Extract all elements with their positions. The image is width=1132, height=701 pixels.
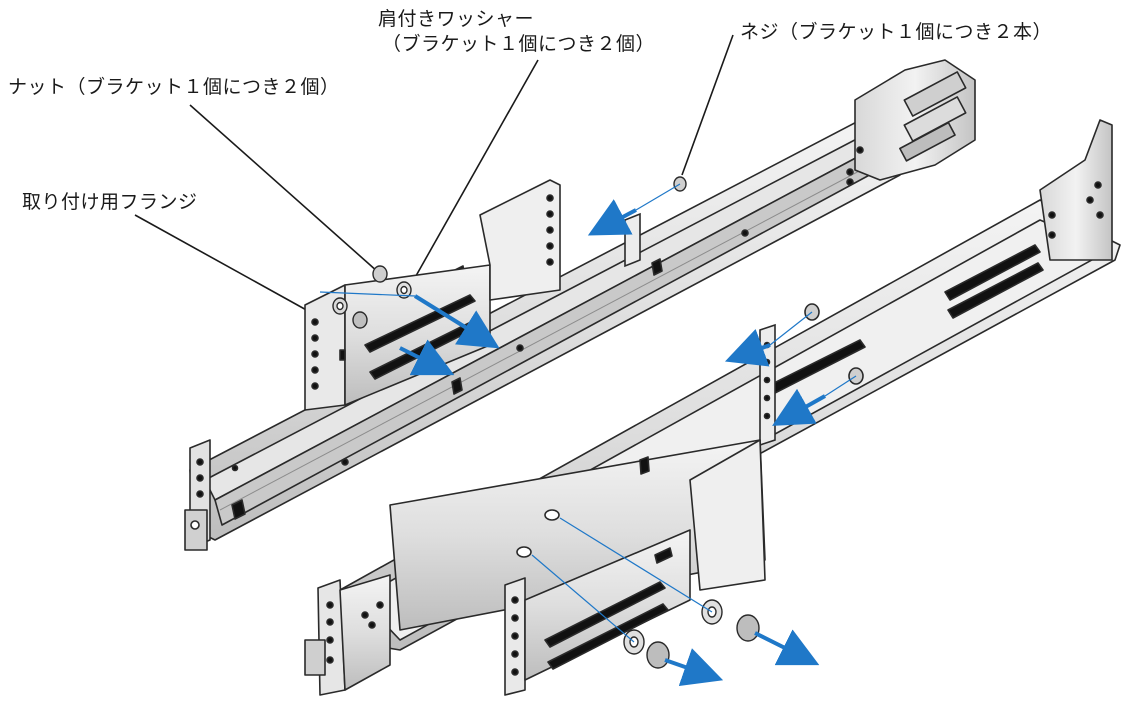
alignment-guides (319, 183, 857, 643)
leader-screw (681, 34, 734, 176)
callout-shoulder-washer-line2: （ブラケット１個につき２個） (382, 33, 656, 55)
callout-nut: ナット（ブラケット１個につき２個） (8, 76, 340, 98)
leader-washer (407, 59, 539, 291)
callout-shoulder-washer: 肩付きワッシャー （ブラケット１個につき２個） (378, 7, 655, 57)
arrow-lower-screw-2 (772, 388, 826, 426)
arrow-lower-nut-2 (754, 629, 820, 666)
leader-lines (134, 34, 734, 313)
leader-flange (134, 214, 311, 313)
arrow-upper-screw (587, 199, 637, 236)
upper-slide-rail (184, 59, 976, 551)
lower-left-flange (304, 574, 391, 696)
leader-nut (189, 104, 379, 273)
arrow-lower-nut-1 (664, 648, 724, 686)
callout-shoulder-washer-line1: 肩付きワッシャー (378, 8, 535, 30)
lower-front-bracket (389, 439, 766, 631)
arrow-upper-washer-2 (399, 339, 455, 376)
arrow-lower-screw-1 (724, 328, 771, 367)
callout-screw: ネジ（ブラケット１個につき２本） (740, 21, 1053, 43)
callout-mounting-flange: 取り付け用フランジ (22, 191, 198, 213)
arrow-upper-washer-1 (413, 294, 500, 349)
lower-hardware (623, 599, 760, 669)
lower-mounting-flange (504, 529, 691, 696)
assembly-arrows (399, 199, 826, 686)
